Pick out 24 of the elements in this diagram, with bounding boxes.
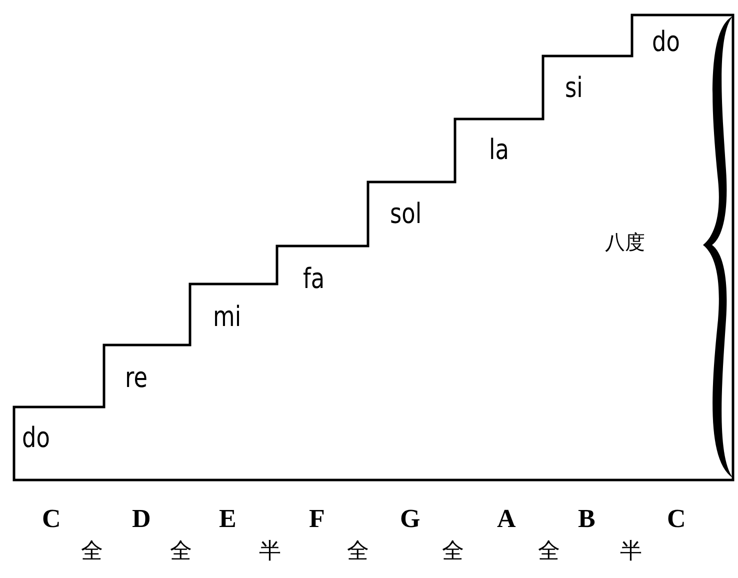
syllable: fa <box>303 265 325 293</box>
step-label: 全 <box>347 541 369 563</box>
step-label: 全 <box>442 541 464 563</box>
step-label: 全 <box>81 541 103 563</box>
note-name: C <box>667 506 686 532</box>
note-name: E <box>219 506 236 532</box>
step-label: 半 <box>259 541 281 563</box>
step-label: 全 <box>170 541 192 563</box>
syllable: si <box>565 74 583 102</box>
syllable: re <box>125 364 148 392</box>
note-name: G <box>400 506 420 532</box>
syllable: do <box>652 28 680 56</box>
note-name: A <box>497 506 516 532</box>
syllable: sol <box>390 200 422 228</box>
octave-label: 八度 <box>605 232 645 252</box>
note-name: C <box>42 506 61 532</box>
step-label: 半 <box>620 541 642 563</box>
syllable: la <box>489 136 509 164</box>
note-name: D <box>132 506 151 532</box>
note-name: F <box>309 506 325 532</box>
step-label: 全 <box>538 541 560 563</box>
note-name: B <box>578 506 596 532</box>
syllable: do <box>22 424 50 452</box>
syllable: mi <box>213 303 242 331</box>
